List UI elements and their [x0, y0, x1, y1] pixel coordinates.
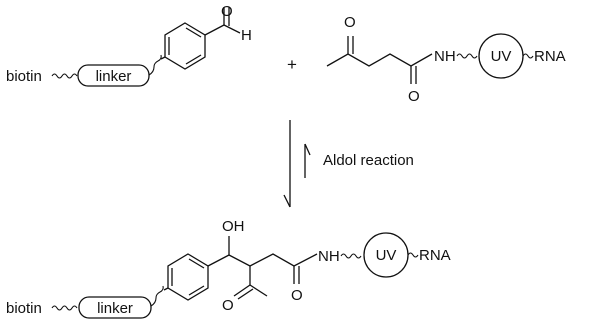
wavy-bond-uv-rna [522, 53, 534, 59]
product-backbone [228, 253, 318, 267]
amide-oxygen: O [408, 88, 420, 105]
aldehyde-oxygen: O [221, 3, 233, 20]
wavy-bond-biotin-linker [51, 73, 78, 79]
aldehyde-hydrogen: H [241, 27, 252, 44]
rna-label: RNA [534, 48, 566, 65]
product-wavy-bond-nh-uv [340, 253, 362, 259]
product-amide-oxygen: O [291, 287, 303, 304]
aldol-reaction-label: Aldol reaction [323, 152, 414, 169]
hydroxyl-label: OH [222, 218, 245, 235]
product-biotin-label: biotin [6, 300, 42, 317]
aldol-product: biotin linker OH O O NH UV RNA [6, 218, 451, 319]
product-amide-nh: NH [318, 248, 340, 265]
product-wavy-bond-linker-ring [150, 285, 164, 307]
product-uv-label: UV [376, 247, 397, 264]
benzene-ring [164, 22, 206, 70]
product-linker-box [78, 296, 152, 319]
wavy-bond-linker-ring [148, 54, 162, 76]
reactant-aldehyde: biotin linker O H [6, 3, 252, 87]
uv-label: UV [491, 48, 512, 65]
reactant-ketone: O O NH UV RNA [326, 14, 566, 105]
ketone-oxygen: O [344, 14, 356, 31]
product-benzene-ring [167, 253, 209, 301]
acetyl-oxygen: O [222, 297, 234, 314]
linker-box [77, 64, 150, 87]
equilibrium-arrows: Aldol reaction [283, 120, 414, 208]
wavy-bond-nh-uv [456, 53, 478, 59]
product-wavy-bond-uv-rna [407, 252, 419, 258]
levulinyl-chain [326, 53, 433, 67]
product-wavy-bond-biotin-linker [51, 305, 78, 311]
product-linker-label: linker [97, 300, 133, 317]
plus-sign: + [287, 55, 297, 74]
linker-label: linker [96, 68, 132, 85]
amide-nh: NH [434, 48, 456, 65]
biotin-label: biotin [6, 68, 42, 85]
product-rna-label: RNA [419, 247, 451, 264]
